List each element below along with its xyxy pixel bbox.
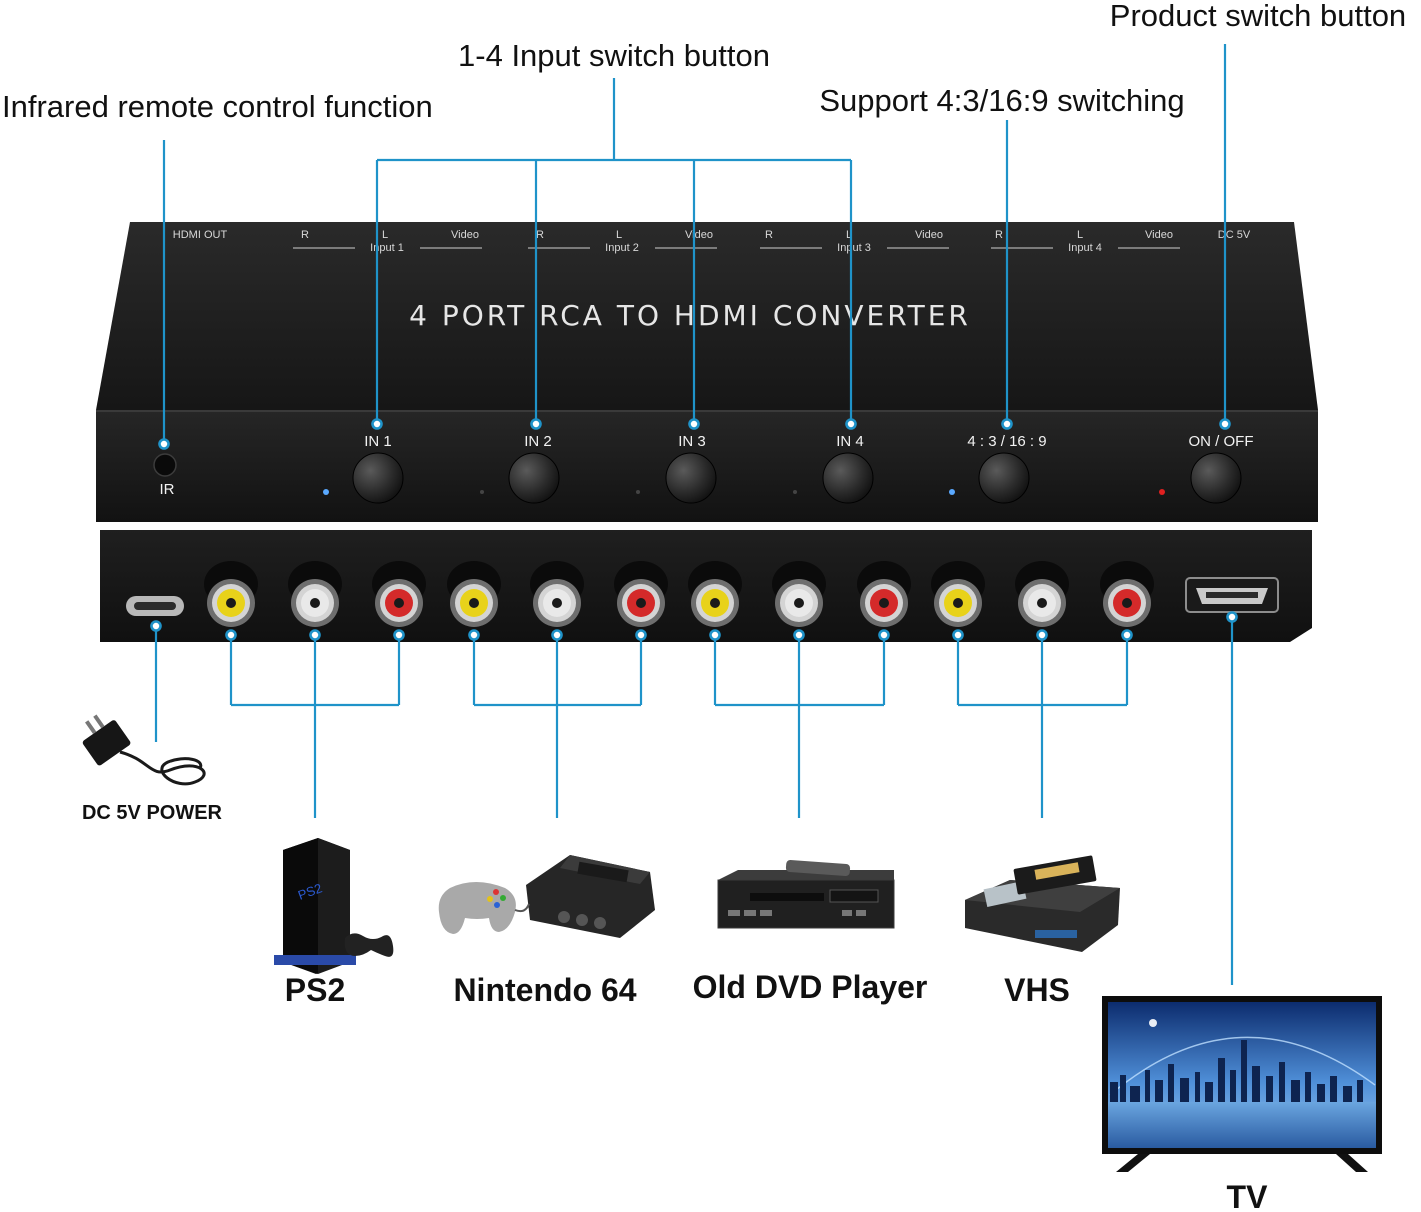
- device-title: 4 PORT RCA TO HDMI CONVERTER: [409, 299, 971, 332]
- label-r: R: [765, 229, 773, 241]
- device-back: [100, 530, 1312, 642]
- vhs-player: [965, 855, 1120, 952]
- input-group-1: R L Video Input 1: [293, 229, 482, 254]
- ir-label: IR: [160, 481, 175, 498]
- rca-jack-input-2-video[interactable]: [447, 561, 501, 627]
- in3-button[interactable]: [665, 452, 717, 504]
- input-group-4: R L Video Input 4: [991, 229, 1180, 254]
- rca-jack-input-4-left[interactable]: [1015, 561, 1069, 627]
- callout-product-switch: Product switch button: [1110, 0, 1406, 33]
- ir-window: [153, 453, 177, 477]
- power-caption: DC 5V POWER: [82, 802, 223, 824]
- power-led: [1159, 489, 1165, 495]
- label-r: R: [995, 229, 1003, 241]
- in3-led: [636, 490, 640, 494]
- n64-controller-icon: [438, 882, 516, 934]
- label-l: L: [846, 229, 852, 241]
- vhs-label: VHS: [1004, 972, 1070, 1008]
- rca-jack-input-4-right[interactable]: [1100, 561, 1154, 627]
- dvd-player: [717, 860, 895, 929]
- ps2-console: PS2: [274, 838, 394, 974]
- callout-aspect: Support 4:3/16:9 switching: [819, 83, 1184, 118]
- in2-label: IN 2: [524, 433, 552, 450]
- in1-label: IN 1: [364, 433, 392, 450]
- tv-stand-right: [1336, 1154, 1368, 1172]
- label-hdmi-out: HDMI OUT: [173, 229, 228, 241]
- power-label: ON / OFF: [1189, 433, 1254, 450]
- leader-lines: [150, 44, 1238, 985]
- callout-infrared: Infrared remote control function: [2, 89, 433, 124]
- label-l: L: [1077, 229, 1083, 241]
- label-r: R: [301, 229, 309, 241]
- aspect-button[interactable]: [978, 452, 1030, 504]
- device-top: HDMI OUT R L Video Input 1 R L Video Inp…: [96, 222, 1318, 410]
- label-dc5v: DC 5V: [1218, 229, 1251, 241]
- label-input-1: Input 1: [370, 242, 404, 254]
- power-adapter: DC 5V POWER: [82, 714, 223, 824]
- in4-label: IN 4: [836, 433, 864, 450]
- aspect-led: [949, 489, 955, 495]
- rca-jack-input-2-left[interactable]: [530, 561, 584, 627]
- callout-input-switch: 1-4 Input switch button: [458, 38, 770, 73]
- n64-label: Nintendo 64: [453, 972, 636, 1008]
- label-input-3: Input 3: [837, 242, 871, 254]
- device-top-surface: [96, 222, 1318, 410]
- input-group-3: R L Video Input 3: [760, 229, 949, 254]
- device-front: IR IN 1 IN 2 IN 3 IN 4 4 : 3 / 16 : 9 ON…: [96, 410, 1318, 522]
- in2-led: [480, 490, 484, 494]
- in2-button[interactable]: [508, 452, 560, 504]
- tv-stand-left: [1116, 1154, 1150, 1172]
- ir-sensor: IR: [153, 453, 177, 498]
- in3-label: IN 3: [678, 433, 706, 450]
- label-video: Video: [451, 229, 479, 241]
- rca-jack-input-3-video[interactable]: [688, 561, 742, 627]
- n64-console: [438, 855, 655, 938]
- rca-jack-input-3-left[interactable]: [772, 561, 826, 627]
- hdmi-out-port[interactable]: [1185, 577, 1279, 613]
- label-input-4: Input 4: [1068, 242, 1102, 254]
- rca-jack-input-3-right[interactable]: [857, 561, 911, 627]
- ps2-label: PS2: [285, 972, 345, 1008]
- label-input-2: Input 2: [605, 242, 639, 254]
- rca-jack-input-1-left[interactable]: [288, 561, 342, 627]
- dvd-label: Old DVD Player: [693, 969, 928, 1005]
- power-button[interactable]: [1190, 452, 1242, 504]
- rca-jack-input-2-right[interactable]: [614, 561, 668, 627]
- in1-led: [323, 489, 329, 495]
- label-video: Video: [1145, 229, 1173, 241]
- input-group-2: R L Video Input 2: [528, 229, 717, 254]
- power-cable: [119, 750, 206, 786]
- label-video: Video: [685, 229, 713, 241]
- rca-jacks: [204, 561, 1154, 627]
- label-l: L: [382, 229, 388, 241]
- rca-jack-input-1-right[interactable]: [372, 561, 426, 627]
- label-r: R: [536, 229, 544, 241]
- label-l: L: [616, 229, 622, 241]
- in4-button[interactable]: [822, 452, 874, 504]
- rca-jack-input-4-video[interactable]: [931, 561, 985, 627]
- ps2-controller-icon: [344, 933, 394, 957]
- in4-led: [793, 490, 797, 494]
- aspect-label: 4 : 3 / 16 : 9: [967, 433, 1046, 450]
- remote-icon: [785, 860, 851, 876]
- label-video: Video: [915, 229, 943, 241]
- tv-label: TV: [1227, 1179, 1269, 1212]
- tv: [1102, 996, 1382, 1172]
- in1-button[interactable]: [352, 452, 404, 504]
- rca-jack-input-1-video[interactable]: [204, 561, 258, 627]
